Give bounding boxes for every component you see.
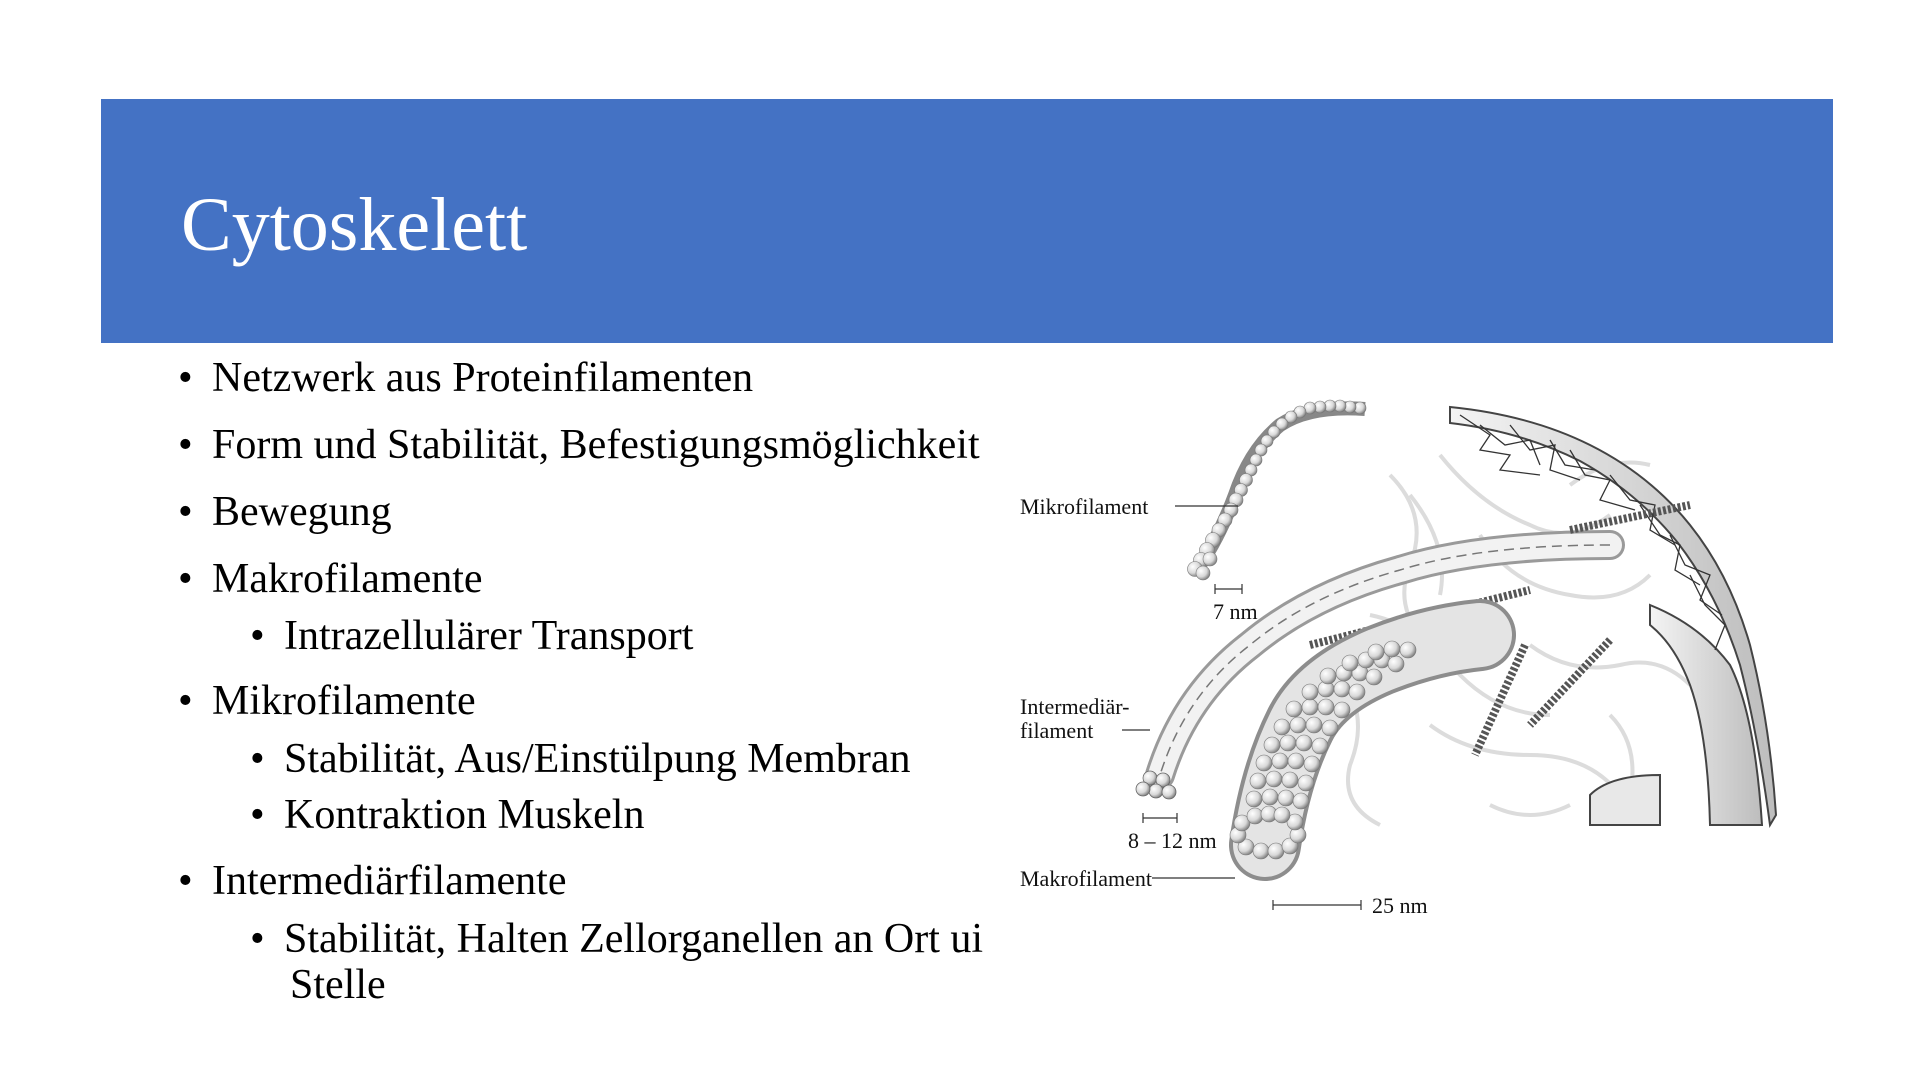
bullet-dot: • [178, 489, 193, 535]
label-intermediaerfilament-line1: Intermediär- [1020, 694, 1130, 719]
bullet-continuation: Stelle [290, 962, 386, 1008]
bullet-dot: • [178, 355, 193, 401]
mikrofilament-drawing [1187, 399, 1367, 581]
cell-membrane [1449, 405, 1778, 828]
bullet-dot: • [250, 613, 265, 659]
bullet-dot: • [178, 678, 193, 724]
bullet-text: Kontraktion Muskeln [284, 792, 645, 838]
bullet-item: • Bewegung [178, 489, 392, 535]
label-mikrofilament-size: 7 nm [1213, 599, 1258, 624]
bullet-text: Makrofilamente [212, 556, 483, 602]
bullet-dot: • [178, 422, 193, 468]
bullet-text: Intermediärfilamente [212, 858, 567, 904]
slide-title: Cytoskelett [181, 183, 528, 267]
bullet-dot: • [178, 858, 193, 904]
label-intermediaerfilament-line2: filament [1020, 718, 1094, 743]
cytoskeleton-illustration: Mikrofilament 7 nm Intermediär- filament… [1010, 395, 1810, 925]
bullet-text: Bewegung [212, 489, 392, 535]
title-bar: Cytoskelett [101, 99, 1833, 343]
bullet-dot: • [250, 792, 265, 838]
bullet-item: • Mikrofilamente [178, 678, 476, 724]
bullet-dot: • [250, 916, 265, 962]
makrofilament-drawing [1229, 599, 1516, 881]
intermediaerfilament-drawing [1135, 530, 1625, 800]
bullet-dot: • [250, 736, 265, 782]
sub-bullet-item: • Stabilität, Halten Zellorganellen an Or… [250, 916, 983, 1008]
bullet-text: Mikrofilamente [212, 678, 476, 724]
bullet-text: Netzwerk aus Proteinfilamenten [212, 355, 754, 401]
sub-bullet-item: • Stabilität, Aus/Einstülpung Membran [250, 736, 910, 782]
bullet-text: Intrazellulärer Transport [284, 613, 694, 659]
bullet-item: • Makrofilamente [178, 556, 483, 602]
label-makrofilament-size: 25 nm [1372, 893, 1428, 918]
bullet-item: • Form und Stabilität, Befestigungsmöglic… [178, 422, 980, 468]
label-intermediaerfilament-size: 8 – 12 nm [1128, 828, 1217, 853]
bullet-list: • Netzwerk aus Proteinfilamenten • Form un… [178, 355, 1020, 1015]
bullet-text: Form und Stabilität, Befestigungsmöglich… [212, 422, 980, 468]
label-makrofilament: Makrofilament [1020, 866, 1152, 891]
bullet-text: Stabilität, Aus/Einstülpung Membran [284, 736, 911, 782]
bullet-text: Stabilität, Halten Zellorganellen an Ort… [284, 916, 984, 962]
label-mikrofilament: Mikrofilament [1020, 494, 1149, 519]
cytoskeleton-drawing [1122, 399, 1778, 910]
bullet-dot: • [178, 556, 193, 602]
sub-bullet-item: • Kontraktion Muskeln [250, 792, 644, 838]
sub-bullet-item: • Intrazellulärer Transport [250, 613, 693, 659]
bullet-item: • Intermediärfilamente [178, 858, 566, 904]
bullet-item: • Netzwerk aus Proteinfilamenten [178, 355, 753, 401]
